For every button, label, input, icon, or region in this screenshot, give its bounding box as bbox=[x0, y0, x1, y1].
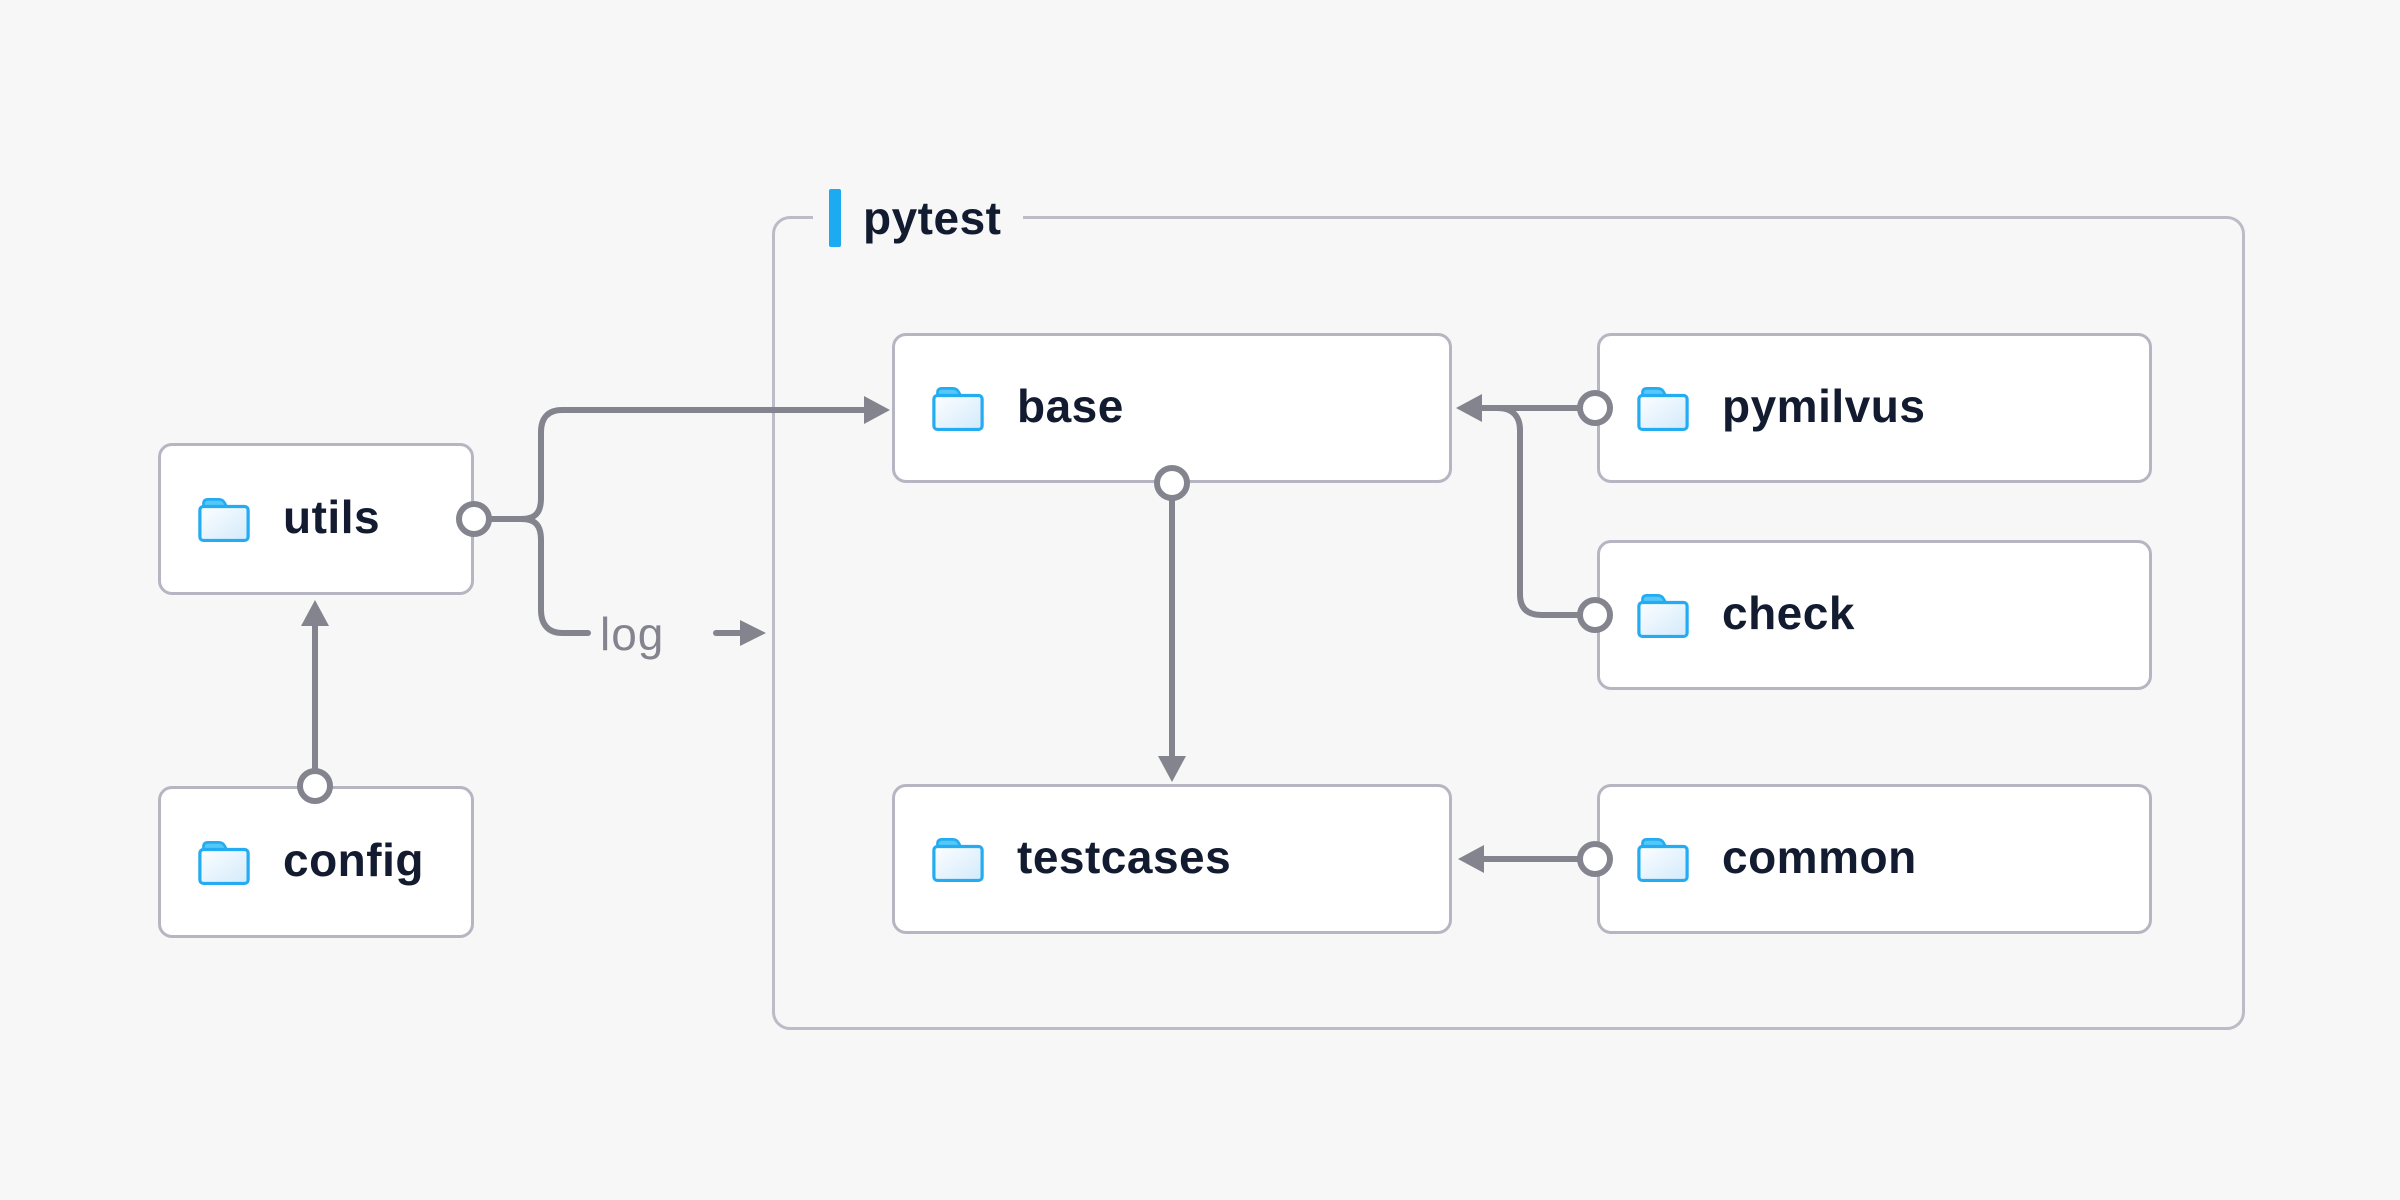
folder-icon bbox=[198, 841, 250, 886]
node-base-label: base bbox=[1017, 380, 1124, 432]
node-common-label: common bbox=[1722, 831, 1917, 883]
arrowhead-into-utils-bottom bbox=[301, 600, 329, 626]
arrowhead-log bbox=[740, 620, 766, 646]
node-pymilvus: pymilvus bbox=[1597, 333, 2152, 483]
edge-utils-log bbox=[518, 516, 591, 636]
node-base: base bbox=[892, 333, 1452, 483]
edge-label-log: log bbox=[600, 608, 665, 660]
node-utils-label: utils bbox=[283, 491, 381, 543]
group-pytest: pytest bbox=[772, 186, 2245, 1030]
node-testcases-label: testcases bbox=[1017, 831, 1232, 883]
group-pytest-title: pytest bbox=[863, 192, 1002, 244]
group-pytest-label: pytest bbox=[813, 186, 1024, 250]
folder-icon bbox=[198, 498, 250, 543]
accent-bar bbox=[829, 189, 841, 247]
node-common: common bbox=[1597, 784, 2152, 934]
node-config-label: config bbox=[283, 834, 424, 886]
folder-icon bbox=[932, 838, 984, 883]
node-check: check bbox=[1597, 540, 2152, 690]
folder-icon bbox=[932, 387, 984, 432]
folder-icon bbox=[1637, 594, 1689, 639]
node-check-label: check bbox=[1722, 587, 1855, 639]
node-utils: utils bbox=[158, 443, 474, 595]
folder-icon bbox=[1637, 838, 1689, 883]
node-pymilvus-label: pymilvus bbox=[1722, 380, 1926, 432]
node-testcases: testcases bbox=[892, 784, 1452, 934]
folder-icon bbox=[1637, 387, 1689, 432]
node-config: config bbox=[158, 786, 474, 938]
